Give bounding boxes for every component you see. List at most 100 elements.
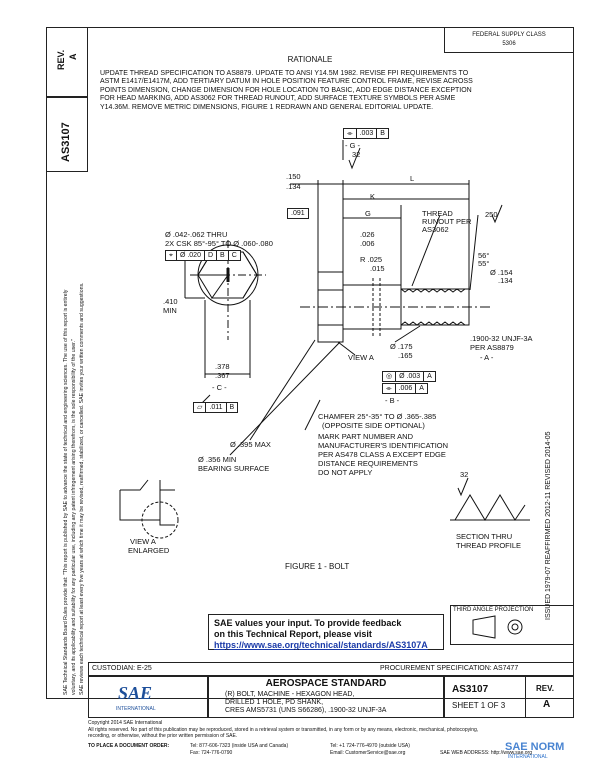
dim-154: Ø .154 xyxy=(490,268,513,277)
mark-3: PER AS478 CLASS A EXCEPT EDGE xyxy=(318,450,446,459)
thread-runout-3: AS3062 xyxy=(422,225,449,234)
dim-L: L xyxy=(410,174,415,183)
thread-runout-2: RUNOUT PER xyxy=(422,217,472,226)
dim-150: .150 xyxy=(286,172,301,181)
sae-sub: INTERNATIONAL xyxy=(116,706,156,712)
footer: Copyright 2014 SAE International All rig… xyxy=(88,720,574,740)
dim-R025: R .025 xyxy=(360,255,383,264)
fcf-003a-value: Ø .003 xyxy=(396,372,425,381)
footer-email: Email: CustomerService@sae.org xyxy=(330,750,406,756)
datum-a: - A - xyxy=(480,353,494,362)
rationale-title: RATIONALE xyxy=(287,55,333,64)
dim-378: .378 xyxy=(215,362,230,371)
surface-32-top: 32 xyxy=(352,150,361,159)
mark-2: MANUFACTURER'S IDENTIFICATION xyxy=(318,441,449,450)
tb-rev-value: A xyxy=(543,699,551,710)
dim-410: .410 xyxy=(163,297,178,306)
footer-fax: Fax: 724-776-0790 xyxy=(190,750,233,756)
footer-copyright: Copyright 2014 SAE International xyxy=(88,720,163,726)
fcf-006-value: .006 xyxy=(396,384,417,393)
feedback-line-2: on this Technical Report, please visit xyxy=(214,629,372,639)
view-a-enlarged-2: ENLARGED xyxy=(128,546,170,555)
desc-2: DRILLED 1 HOLE, PD SHANK, xyxy=(225,699,324,706)
section-2: THREAD PROFILE xyxy=(456,541,522,550)
surface-250: 250 xyxy=(485,210,498,219)
watermark-sub: INTERNATIONAL xyxy=(508,754,548,760)
thread-spec-2: PER AS8879 xyxy=(470,343,514,352)
fcf-011-datum: B xyxy=(229,404,235,411)
fcf-003a-datum: A xyxy=(427,373,432,380)
footer-tel-2: Tel: +1 724-776-4970 (outside USA) xyxy=(330,743,410,749)
fcf-hole-d: D xyxy=(205,251,218,260)
rationale-line-4: FOR HEAD MARKING, ADD AS3062 FOR THREAD … xyxy=(100,95,456,103)
fcf-011-value: .011 xyxy=(206,403,227,412)
dim-G: G xyxy=(365,209,371,218)
footer-rights-2: recording, or otherwise, without the pri… xyxy=(88,733,238,739)
feedback-link[interactable]: https://www.sae.org/technical/standards/… xyxy=(214,640,428,650)
number-cell xyxy=(444,676,526,718)
hole-spec-1: Ø .042-.062 THRU xyxy=(165,230,228,239)
dim-367: .367 xyxy=(215,371,230,380)
rev-header-box xyxy=(46,27,88,97)
tb-rev-label: REV. xyxy=(536,684,554,693)
mark-1: MARK PART NUMBER AND xyxy=(318,432,414,441)
section-1: SECTION THRU xyxy=(456,532,513,541)
thread-runout-1: THREAD xyxy=(422,209,453,218)
dim-015: .015 xyxy=(370,264,385,273)
hole-spec-2: 2X CSK 85°-95° TO Ø .060-.080 xyxy=(165,239,273,248)
view-a-enlarged-1: VIEW A xyxy=(130,537,156,546)
rationale-text: UPDATE THREAD SPECIFICATION TO AS8879. U… xyxy=(100,70,570,112)
custodian-row xyxy=(88,662,574,676)
view-a-label: VIEW A xyxy=(348,353,374,362)
dim-091-box: .091 xyxy=(287,208,309,219)
view-a-enlarged xyxy=(119,479,175,521)
dim-091: .091 xyxy=(291,210,305,217)
issue-strip: ISSUED 1979-07 REAFFIRMED 2012-11 REVISE… xyxy=(545,431,552,620)
mark-5: DO NOT APPLY xyxy=(318,468,373,477)
rationale-line-3: POINTS DIMENSION, CHANGE DIMENSION FOR H… xyxy=(100,86,472,94)
sae-logo: SAE xyxy=(118,683,153,703)
thread-section xyxy=(454,494,526,521)
feedback-box: SAE values your input. To provide feedba… xyxy=(208,614,444,650)
angle-56: 56° xyxy=(478,251,490,260)
dim-356-1: Ø .356 MIN xyxy=(198,455,237,464)
third-angle-box xyxy=(450,605,574,645)
footer-rights-1: All rights reserved. No part of this pub… xyxy=(88,726,479,733)
chamfer-2: (OPPOSITE SIDE OPTIONAL) xyxy=(322,421,425,430)
dim-006: .006 xyxy=(360,239,375,248)
footer-web[interactable]: SAE WEB ADDRESS: http://www.sae.org xyxy=(440,750,532,756)
doc-number: AS3107 xyxy=(452,684,489,695)
fsc-value: 5306 xyxy=(502,41,516,47)
category-cell xyxy=(208,676,444,718)
fcf-hole-c: C xyxy=(231,252,237,259)
watermark-logo: SAE NORM xyxy=(505,741,565,753)
sheet: SHEET 1 OF 3 xyxy=(452,701,506,710)
dim-175: Ø .175 xyxy=(390,342,413,351)
dim-395: Ø .395 MAX xyxy=(230,440,271,449)
thread-spec-1: .1900-32 UNJF-3A xyxy=(470,334,533,343)
desc-3: CRES AMS5731 (UNS S66286), .1900-32 UNJF… xyxy=(225,707,387,714)
datum-b: - B - xyxy=(385,396,400,405)
dim-165: .165 xyxy=(398,351,413,360)
feedback-line-1: SAE values your input. To provide feedba… xyxy=(214,618,402,628)
logo-cell xyxy=(88,676,208,718)
doc-number-box xyxy=(46,97,88,172)
dim-134: .134 xyxy=(286,182,301,191)
surface-32-section: 32 xyxy=(460,470,469,479)
footer-tel-1: Tel: 877-606-7323 (inside USA and Canada… xyxy=(190,743,289,749)
figure-caption: FIGURE 1 - BOLT xyxy=(285,562,350,571)
fcf-006-datum: A xyxy=(419,385,424,392)
datum-c: - C - xyxy=(212,383,227,392)
dim-134b: .134 xyxy=(498,276,513,285)
rationale-line-2: ASTM E1417/E1417M, ADD TERTIARY DATUM IN… xyxy=(100,78,473,86)
footer-order: TO PLACE A DOCUMENT ORDER: xyxy=(88,743,170,749)
rationale-line-5: Y14.36M. REMOVE METRIC DIMENSIONS, FIGUR… xyxy=(100,103,434,111)
fsc-box xyxy=(444,27,574,53)
category: AEROSPACE STANDARD xyxy=(265,678,387,689)
